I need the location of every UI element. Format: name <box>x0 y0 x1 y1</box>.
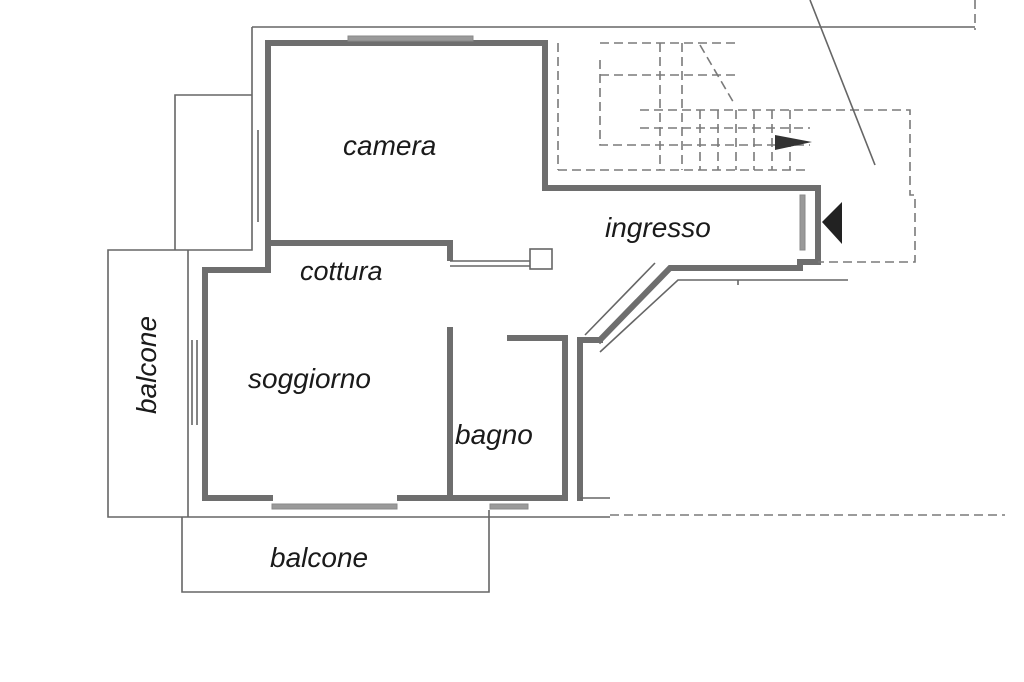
room-label-camera: camera <box>343 130 436 161</box>
windows <box>271 35 806 510</box>
room-label-balcone-left: balcone <box>131 316 162 414</box>
outer-walls <box>174 26 975 518</box>
room-label-bagno: bagno <box>455 419 533 450</box>
room-label-soggiorno: soggiorno <box>248 363 371 394</box>
balcone-bottom-outline <box>181 510 490 593</box>
stair-arrow-icon <box>775 135 812 150</box>
staircase <box>557 0 1005 516</box>
balcone-left-outline <box>107 249 188 518</box>
room-label-ingresso: ingresso <box>605 212 711 243</box>
room-label-cottura: cottura <box>300 256 383 286</box>
entrance-arrow-icon <box>822 202 842 244</box>
room-label-balcone-bottom: balcone <box>270 542 368 573</box>
